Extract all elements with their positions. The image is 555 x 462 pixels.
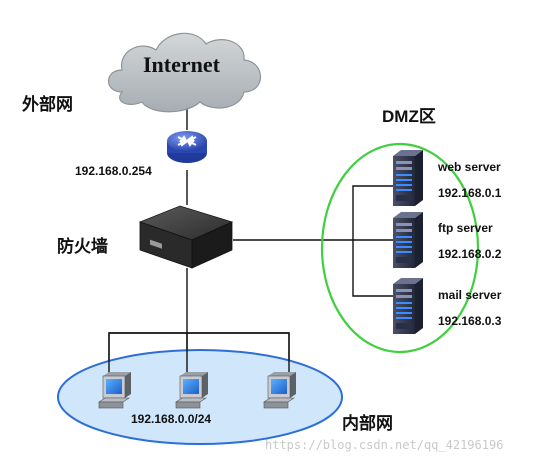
firewall-icon (138, 205, 234, 269)
router-icon (167, 131, 207, 163)
internet-label: Internet (143, 52, 220, 77)
internal-network-label: 内部网 (342, 414, 393, 433)
dmz-zone-label: DMZ区 (382, 107, 436, 126)
ftp-server-name: ftp server (438, 221, 493, 235)
mail-server-icon (393, 278, 423, 334)
web-server-ip: 192.168.0.1 (438, 186, 502, 200)
ftp-server-ip: 192.168.0.2 (438, 247, 502, 261)
dmz-zone-ellipse (320, 142, 480, 354)
watermark-text: https://blog.csdn.net/qq_42196196 (265, 438, 504, 452)
ftp-server-icon (393, 212, 423, 268)
dmz-bus (352, 185, 393, 297)
mail-server-name: mail server (438, 288, 502, 302)
web-server-icon (393, 150, 423, 206)
firewall-label: 防火墙 (57, 237, 108, 256)
cloud-icon (107, 32, 261, 113)
lan-lines-overlay (108, 332, 290, 375)
router-ip-label: 192.168.0.254 (75, 164, 152, 178)
web-server-name: web server (438, 160, 501, 174)
internal-subnet-label: 192.168.0.0/24 (131, 412, 212, 426)
external-network-label: 外部网 (22, 95, 73, 114)
mail-server-ip: 192.168.0.3 (438, 314, 502, 328)
